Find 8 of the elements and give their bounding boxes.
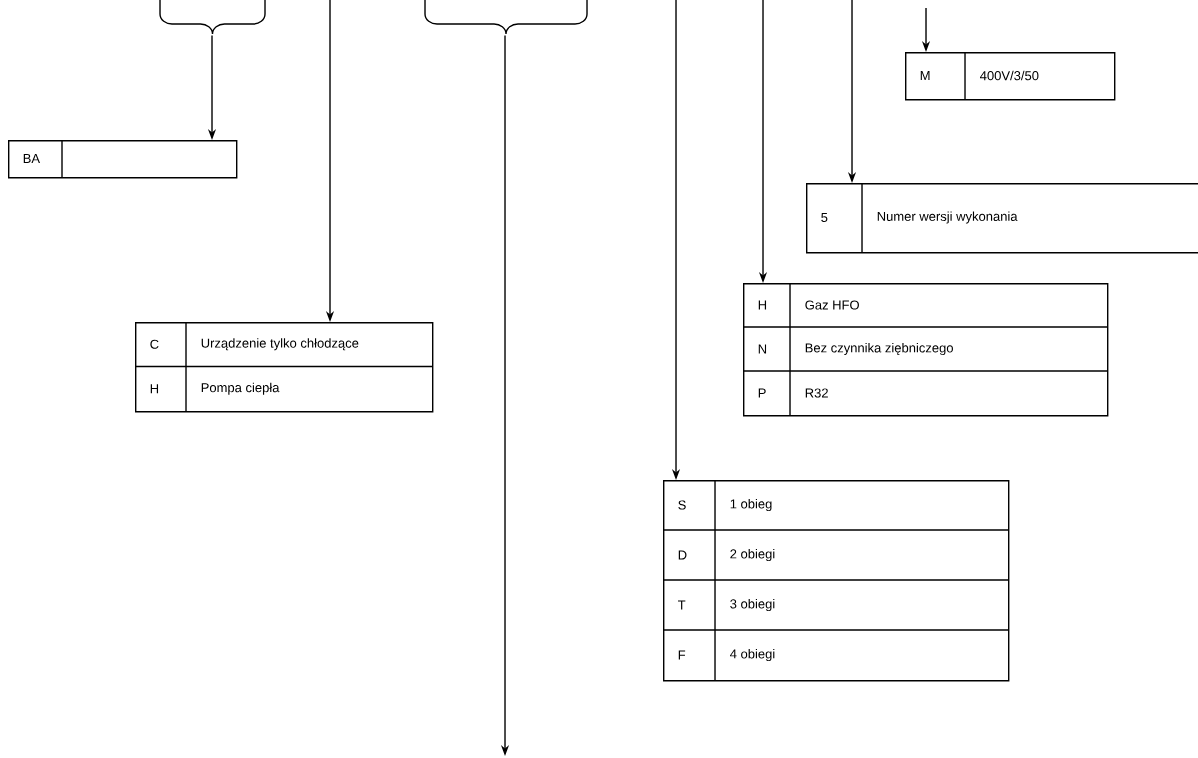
bracket [424,0,588,35]
code-table: H Gaz HFO N Bez czynnika ziębniczego P R32 [742,282,1109,417]
code-table: S 1 obieg D 2 obiegi T 3 obiegi F 4 obiegi [662,479,1010,682]
code-table: BA [8,139,238,179]
code-table: C Urządzenie tylko chłodzące H Pompa ciepła [134,321,434,413]
code-table: M 400V/3/50 [905,51,1116,101]
bracket [159,0,266,35]
code-table: 5 Numer wersji wykonania [806,182,1198,254]
